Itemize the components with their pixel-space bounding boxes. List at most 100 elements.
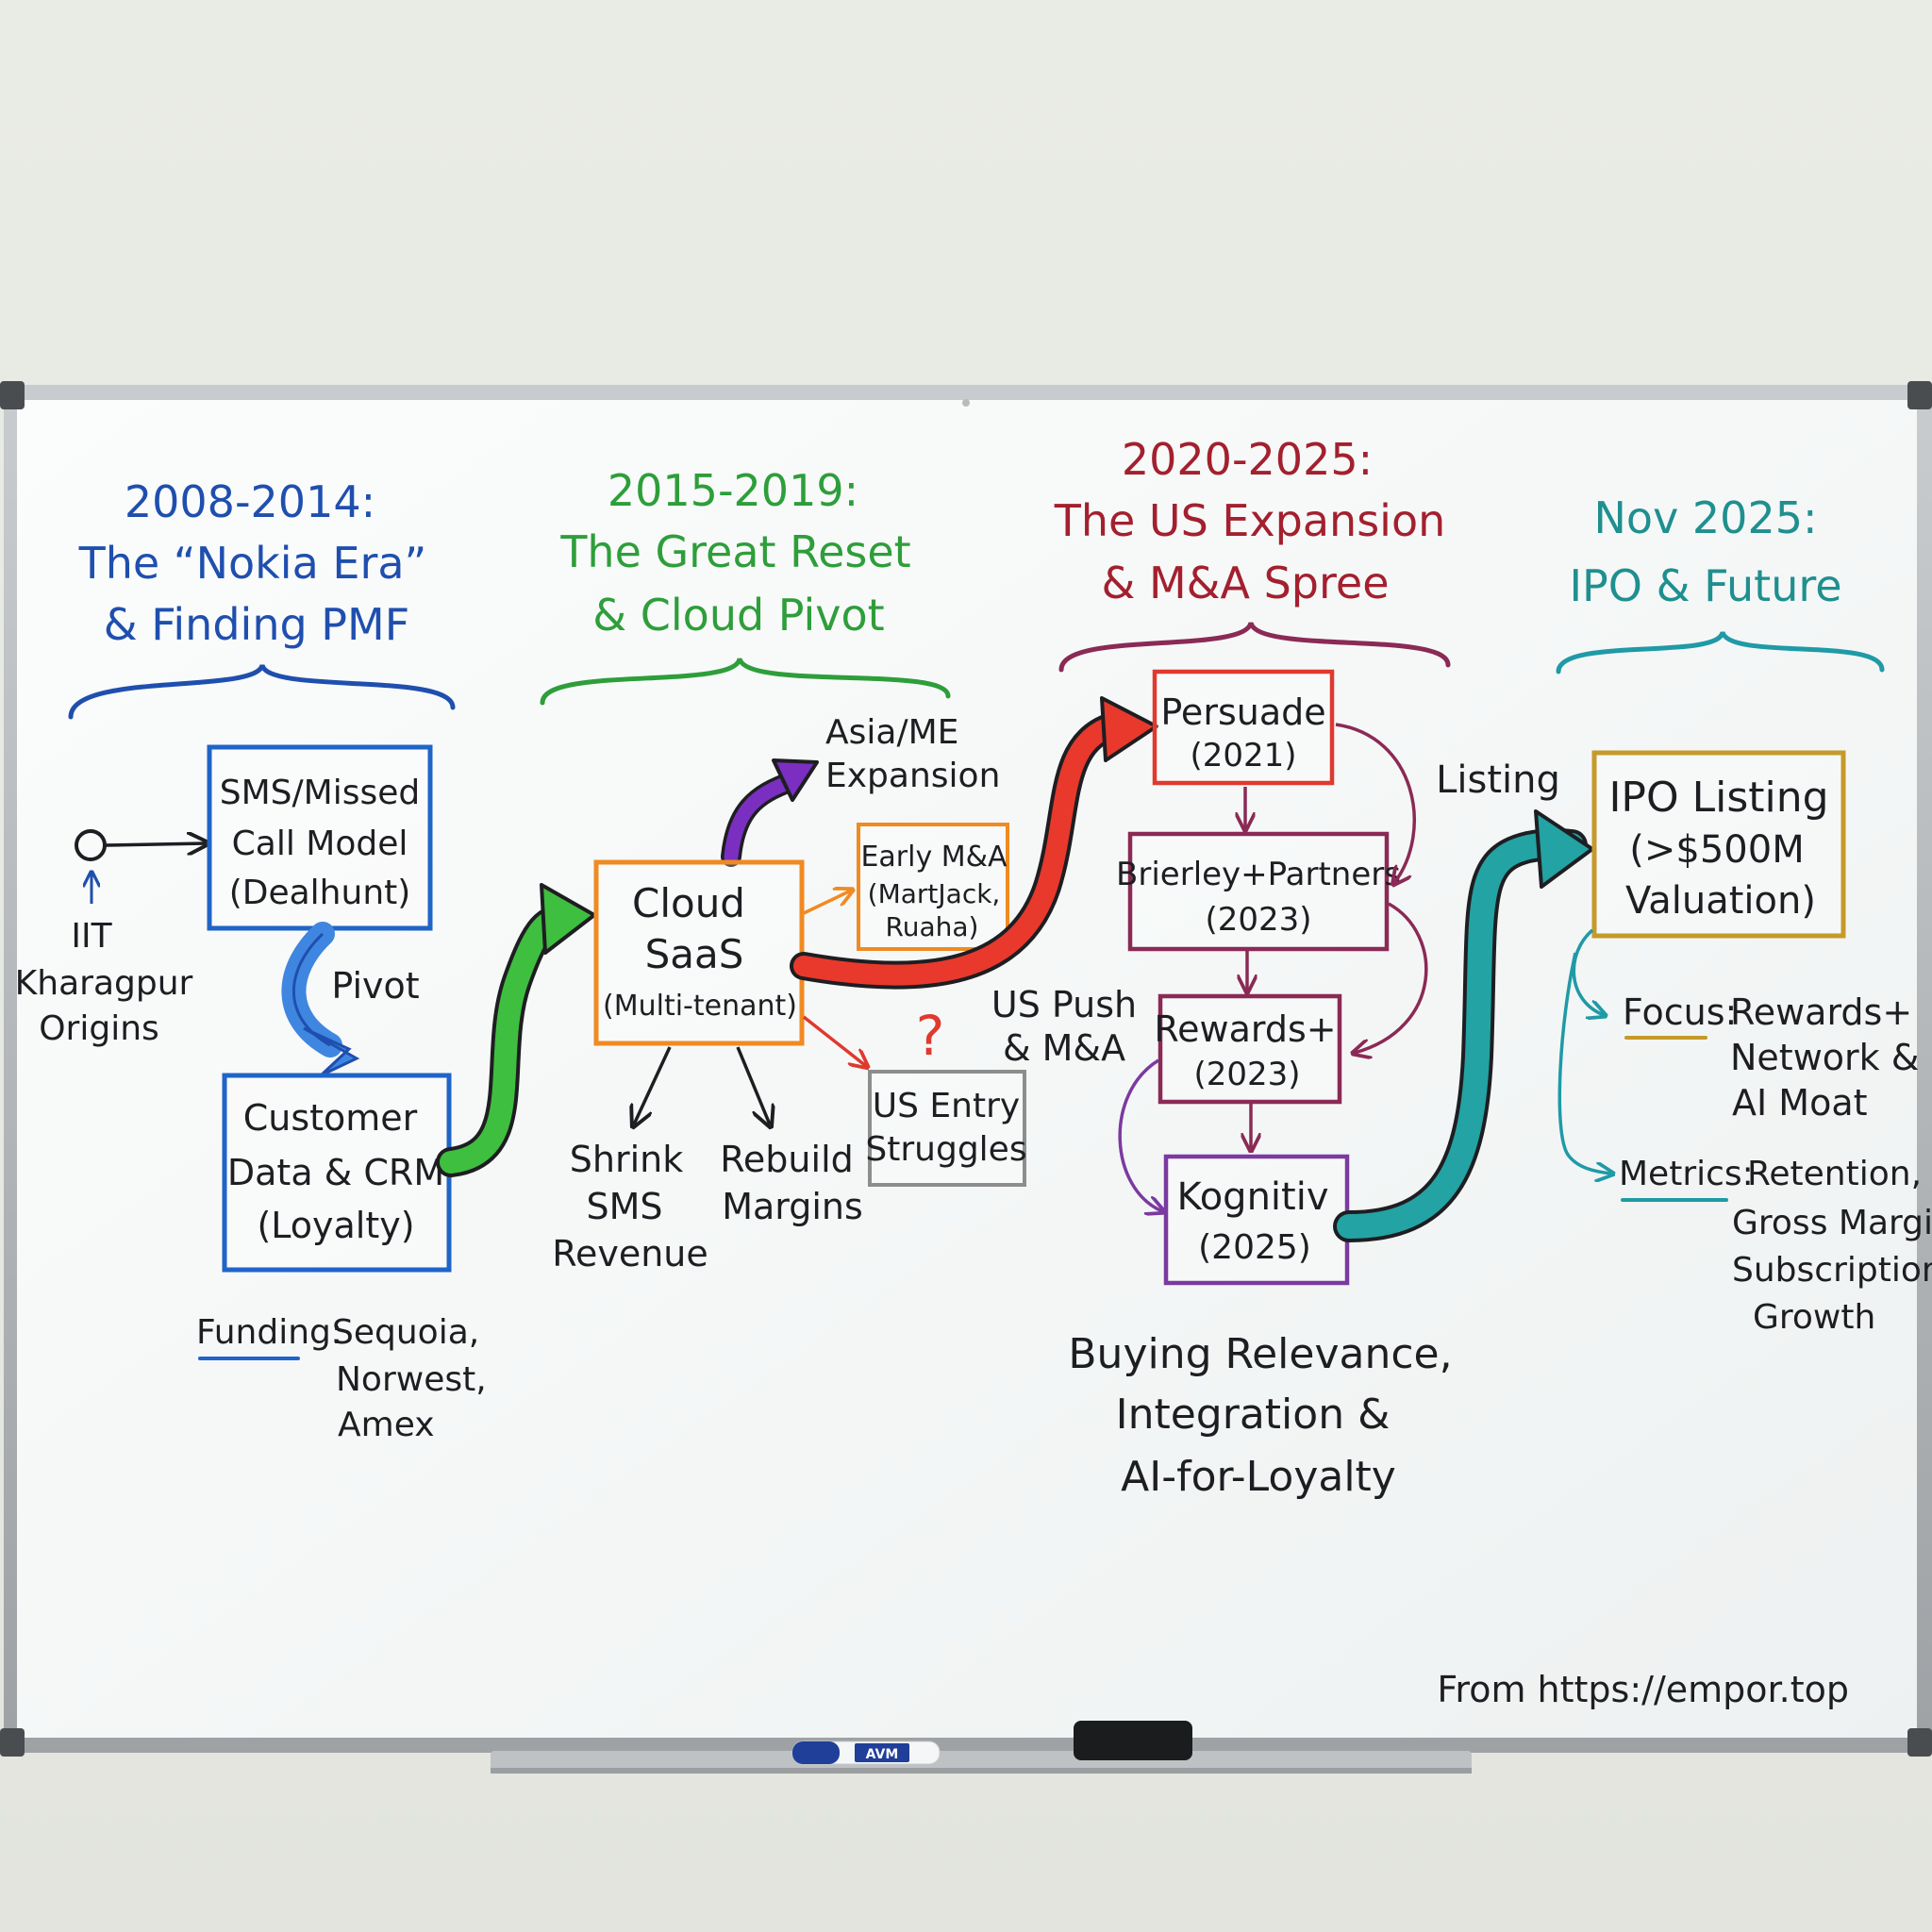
metrics-key: Metrics: <box>1619 1155 1754 1193</box>
box-crm-line-1: Customer <box>243 1097 418 1139</box>
marker[interactable]: AVM <box>791 1740 941 1765</box>
buying-line-2: Integration & <box>1116 1391 1391 1439</box>
origin-label-line-1: IIT <box>71 917 112 956</box>
era-4-title: IPO & Future <box>1569 560 1841 611</box>
box-sms-model[interactable]: SMS/Missed Call Model (Dealhunt) <box>207 744 433 931</box>
funding-line-1: Sequoia, <box>332 1313 479 1352</box>
box-rewards-line-2: (2023) <box>1193 1056 1300 1093</box>
focus-line-3: AI Moat <box>1732 1082 1868 1124</box>
box-brierley-line-2: (2023) <box>1205 901 1311 939</box>
focus-line-1: Rewards+ <box>1730 991 1912 1033</box>
box-early-ma[interactable]: Early M&A (MartJack, Ruaha) <box>857 823 1009 951</box>
era-4-heading: Nov 2025: IPO & Future <box>1569 492 1841 611</box>
source-credit: From https://empor.top <box>1437 1669 1849 1710</box>
us-push-line-1: US Push <box>991 984 1137 1025</box>
persuade-to-brierley-curve <box>1335 723 1416 883</box>
metrics-note: Metrics: Retention, Gross Margin, Subscr… <box>1619 1155 1932 1337</box>
cloud-to-asia-arrowhead <box>772 758 819 802</box>
era-2-heading: 2015-2019: The Great Reset & Cloud Pivot <box>559 465 910 641</box>
cloud-to-shrink-arrow <box>634 1046 672 1124</box>
origin-node <box>75 829 107 861</box>
eraser[interactable] <box>1074 1721 1192 1760</box>
era-1-subtitle: & Finding PMF <box>104 599 409 650</box>
listing-label: Listing <box>1436 758 1560 802</box>
era-1-title: The “Nokia Era” <box>78 538 427 589</box>
box-early-ma-line-3: Ruaha) <box>886 911 979 942</box>
box-early-ma-line-2: (MartJack, <box>868 878 1001 909</box>
asia-label-line-2: Expansion <box>825 757 1000 795</box>
focus-line-2: Network & <box>1730 1037 1919 1078</box>
box-sms-line-3: (Dealhunt) <box>229 874 411 912</box>
box-early-ma-line-1: Early M&A <box>860 841 1008 874</box>
asia-label: Asia/ME Expansion <box>825 713 1000 795</box>
box-cloud-saas[interactable]: Cloud SaaS (Multi-tenant) <box>593 859 805 1046</box>
corner-cap-br <box>1907 1728 1932 1757</box>
era-3-heading: 2020-2025: The US Expansion & M&A Spree <box>1054 434 1446 608</box>
origin-label-line-2: Kharagpur <box>15 964 193 1003</box>
box-cloud-line-3: (Multi-tenant) <box>603 990 797 1023</box>
era-1-heading: 2008-2014: The “Nokia Era” & Finding PMF <box>78 476 427 650</box>
cloud-to-rebuild-arrow <box>736 1046 770 1124</box>
cloud-to-asia-arrow-fill <box>724 774 800 864</box>
focus-note: Focus: Rewards+ Network & AI Moat <box>1623 991 1919 1124</box>
box-sms-line-1: SMS/Missed <box>220 774 420 812</box>
corner-cap-tr <box>1907 381 1932 409</box>
rewards-to-kognitiv-curve <box>1118 1058 1162 1211</box>
cloud-to-persuade-arrow-fill <box>793 716 1122 986</box>
marker-tray <box>491 1751 1472 1772</box>
rebuild-label-line-2: Margins <box>722 1186 863 1227</box>
box-us-entry-line-1: US Entry <box>873 1087 1020 1125</box>
box-brierley[interactable]: Brierley+Partners (2023) <box>1116 831 1401 952</box>
era-2-brace <box>540 657 951 706</box>
box-us-entry-line-2: Struggles <box>865 1130 1026 1169</box>
funding-line-3: Amex <box>338 1406 435 1444</box>
metrics-line-1: Retention, <box>1747 1155 1922 1193</box>
origin-to-sms-arrow <box>105 843 206 845</box>
metrics-line-4: Growth <box>1753 1298 1875 1337</box>
box-cloud-line-2: SaaS <box>645 931 744 977</box>
rebuild-label: Rebuild Margins <box>720 1139 863 1227</box>
box-crm-line-3: (Loyalty) <box>257 1205 414 1246</box>
era-2-subtitle: & Cloud Pivot <box>592 590 884 641</box>
box-ipo-listing[interactable]: IPO Listing (>$500M Valuation) <box>1591 750 1846 939</box>
frame-screw <box>962 399 970 407</box>
box-persuade-line-1: Persuade <box>1160 691 1325 733</box>
box-kognitiv-line-1: Kognitiv <box>1176 1175 1328 1219</box>
era-3-title: The US Expansion <box>1054 495 1446 546</box>
focus-key: Focus: <box>1623 991 1737 1033</box>
buying-relevance-note: Buying Relevance, Integration & AI-for-L… <box>1068 1330 1452 1501</box>
asia-label-line-1: Asia/ME <box>825 713 958 752</box>
box-us-entry[interactable]: US Entry Struggles <box>865 1070 1027 1187</box>
corner-cap-tl <box>0 381 25 409</box>
funding-line-2: Norwest, <box>336 1360 487 1399</box>
box-cloud-line-1: Cloud <box>632 880 745 926</box>
ipo-to-focus-branch <box>1572 928 1604 1015</box>
kognitiv-to-ipo-arrowhead <box>1534 809 1594 889</box>
box-persuade-line-2: (2021) <box>1190 737 1296 774</box>
box-sms-line-2: Call Model <box>232 824 408 863</box>
shrink-label-line-3: Revenue <box>552 1233 708 1274</box>
era-2-years: 2015-2019: <box>608 465 858 516</box>
box-persuade[interactable]: Persuade (2021) <box>1152 669 1335 786</box>
box-crm-line-2: Data & CRM <box>227 1152 444 1193</box>
corner-cap-bl <box>0 1728 25 1757</box>
cloud-to-persuade-arrowhead <box>1100 696 1158 762</box>
era-4-years: Nov 2025: <box>1594 492 1818 543</box>
shrink-label-line-2: SMS <box>586 1186 662 1227</box>
box-rewards[interactable]: Rewards+ (2023) <box>1154 993 1342 1105</box>
metrics-line-2: Gross Margin, <box>1732 1204 1932 1242</box>
box-ipo-line-3: Valuation) <box>1625 879 1816 923</box>
shrink-label: Shrink SMS Revenue <box>552 1139 708 1274</box>
era-4-brace <box>1556 630 1885 675</box>
funding-key: Funding: <box>196 1313 342 1352</box>
ipo-to-metrics-branch <box>1557 952 1611 1174</box>
cloud-to-early-ma-arrow <box>803 891 851 915</box>
box-customer-crm[interactable]: Customer Data & CRM (Loyalty) <box>222 1073 452 1273</box>
funding-note: Funding: Sequoia, Norwest, Amex <box>196 1313 487 1444</box>
crm-to-cloud-arrowhead <box>540 883 596 955</box>
brierley-to-rewards-curve <box>1355 902 1428 1053</box>
box-kognitiv[interactable]: Kognitiv (2025) <box>1163 1154 1350 1286</box>
era-3-years: 2020-2025: <box>1122 434 1373 485</box>
buying-line-1: Buying Relevance, <box>1068 1330 1452 1378</box>
buying-line-3: AI-for-Loyalty <box>1121 1453 1396 1501</box>
